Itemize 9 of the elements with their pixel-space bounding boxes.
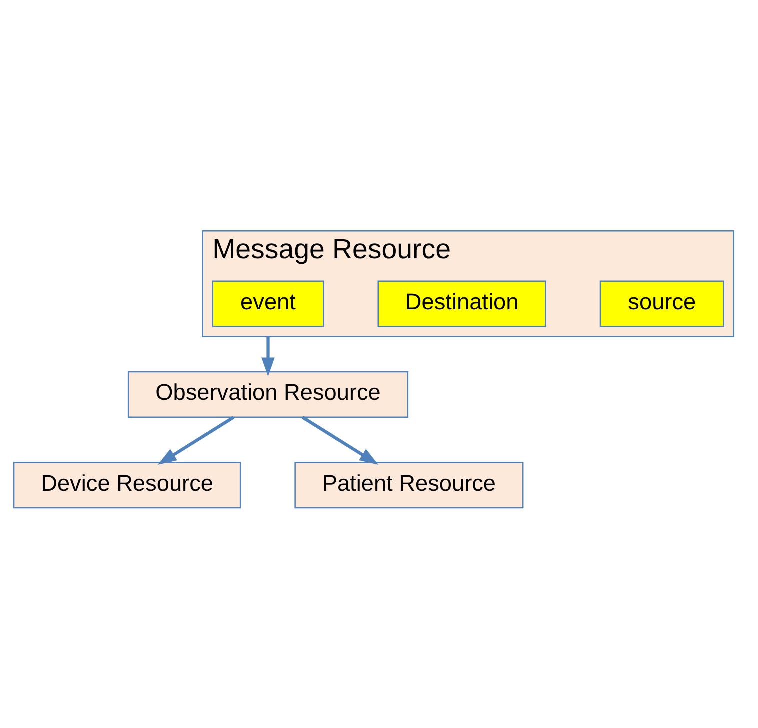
node-box: Device Resource (13, 462, 242, 508)
node-box: event (212, 280, 324, 327)
arrow (158, 416, 235, 464)
arrow (262, 336, 275, 376)
node-box: Destination (378, 280, 546, 327)
node-box: Observation Resource (128, 370, 409, 418)
arrow (302, 416, 379, 464)
node-box: source (600, 280, 724, 327)
node-box: Patient Resource (294, 462, 524, 508)
